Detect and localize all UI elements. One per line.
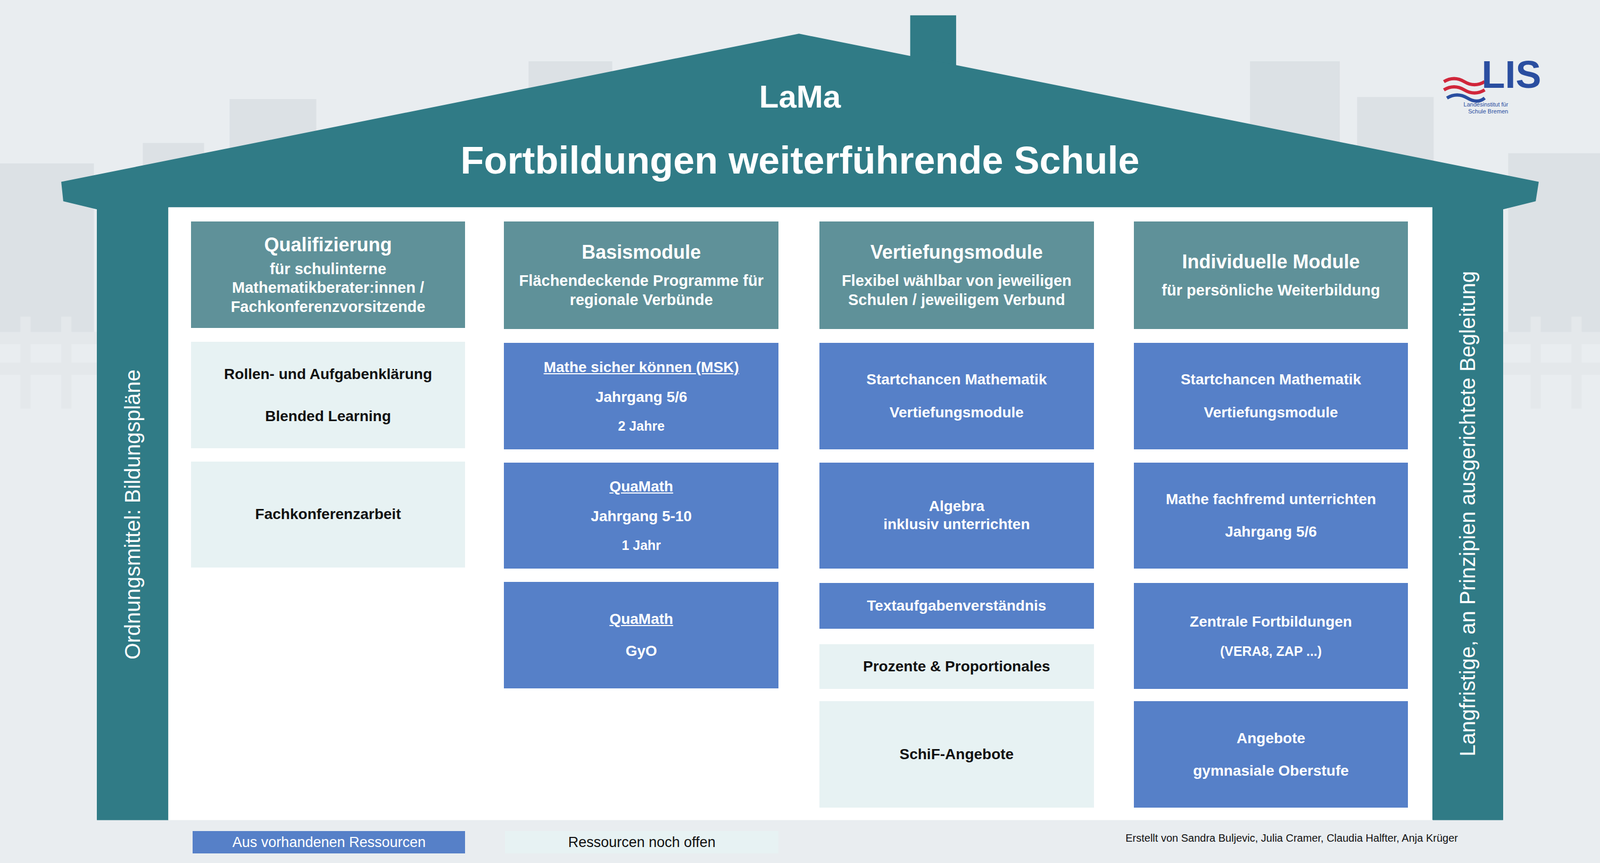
header-subtitle: für schulinterne Mathematikberater:innen… (198, 259, 459, 317)
module-text: Angebote (1236, 728, 1306, 748)
pillar-band: Langfristige, an Prinzipien ausgerichtet… (1432, 206, 1503, 820)
subtitle-text: LaMa (0, 76, 1600, 118)
legend-swatch: Ressourcen noch offen (504, 830, 779, 853)
column-header: Individuelle Module für persönliche Weite… (1133, 221, 1409, 329)
module-text: Zentrale Fortbildungen (1189, 612, 1353, 631)
funded-module-box: Textaufgabenverständnis (819, 582, 1094, 629)
funded-module-box: Zentrale Fortbildungen (VERA8, ZAP ...) (1133, 582, 1409, 689)
module-text: inklusiv unterrichten (883, 515, 1030, 534)
module-text: Jahrgang 5/6 (1224, 522, 1317, 541)
funded-module-box: Startchancen MathematikVertiefungsmodule (819, 342, 1094, 449)
module-text: (VERA8, ZAP ...) (1220, 642, 1322, 660)
module-text: QuaMath (609, 477, 674, 496)
legend-swatch: Aus vorhandenen Ressourcen (192, 830, 466, 853)
module-text: Startchancen Mathematik (1180, 370, 1362, 389)
open-module-box: Rollen- und AufgabenklärungBlended Learn… (191, 341, 466, 448)
funded-module-box: QuaMathJahrgang 5-10 1 Jahr (503, 462, 779, 569)
pillar-text: Langfristige, an Prinzipien ausgerichtet… (1454, 270, 1481, 757)
module-text: Blended Learning (264, 407, 391, 426)
funded-module-box: Angebote gymnasiale Oberstufe (1133, 700, 1409, 807)
module-text: Rollen- und Aufgabenklärung (224, 365, 433, 384)
header-subtitle: Flexibel wählbar von jeweiligen Schulen … (826, 271, 1087, 310)
module-text: Mathe sicher können (MSK) (543, 358, 740, 377)
module-text: Fachkonferenzarbeit (255, 504, 402, 524)
module-text: Prozente & Proportionales (863, 657, 1051, 676)
funded-module-box: Algebrainklusiv unterrichten (819, 462, 1094, 569)
header-subtitle: für persönliche Weiterbildung (1161, 280, 1380, 300)
funded-module-box: QuaMathGyO (503, 581, 779, 688)
diagram-title: Fortbildungen weiterführende Schule (0, 136, 1600, 184)
module-text: Textaufgabenverständnis (866, 596, 1047, 615)
institute-name: Landesinstitut für Schule Bremen (1460, 101, 1508, 115)
funded-module-box: Mathe fachfremd unterrichtenJahrgang 5/6 (1133, 462, 1409, 569)
module-text: Vertiefungsmodule (1204, 403, 1339, 422)
header-subtitle: Flächendeckende Programme für regionale … (511, 271, 772, 310)
header-title: Individuelle Module (1182, 250, 1361, 274)
pillar-text: Ordnungsmittel: Bildungspläne (119, 369, 146, 660)
pillar-band: Ordnungsmittel: Bildungspläne (96, 209, 169, 820)
module-text: QuaMath (609, 609, 674, 628)
funded-module-box: Startchancen MathematikVertiefungsmodule (1133, 342, 1409, 449)
open-module-box: SchiF-Angebote (819, 700, 1094, 807)
module-text: SchiF-Angebote (899, 744, 1015, 764)
open-module-box: Prozente & Proportionales (819, 643, 1094, 689)
module-text: gymnasiale Oberstufe (1192, 761, 1349, 780)
open-module-box: Fachkonferenzarbeit (191, 461, 466, 568)
column-header: BasismoduleFlächendeckende Programme für… (503, 221, 779, 329)
logo-text: LIS (1481, 53, 1546, 96)
module-text: Jahrgang 5-10 (590, 507, 692, 526)
module-text: GyO (625, 641, 658, 660)
legend-text: Ressourcen noch offen (568, 833, 716, 851)
module-text: Algebra (929, 496, 985, 516)
funded-module-box: Mathe sicher können (MSK) Jahrgang 5/6 2 J… (503, 342, 779, 449)
module-text: Startchancen Mathematik (866, 370, 1047, 389)
header-title: Vertiefungsmodule (870, 240, 1043, 264)
module-text: 2 Jahre (617, 417, 665, 435)
module-text: Vertiefungsmodule (889, 403, 1024, 422)
module-text: Jahrgang 5/6 (595, 387, 688, 406)
column-header: Qualifizierungfür schulinterne Mathemati… (191, 221, 466, 328)
credit-note: Erstellt von Sandra Buljevic, Julia Cram… (1125, 830, 1541, 845)
legend-text: Aus vorhandenen Ressourcen (232, 833, 426, 851)
header-title: Basismodule (581, 240, 701, 264)
module-text: 1 Jahr (621, 536, 661, 554)
column-header: VertiefungsmoduleFlexibel wählbar von je… (819, 221, 1094, 329)
module-text: Mathe fachfremd unterrichten (1165, 490, 1376, 509)
header-title: Qualifizierung (264, 233, 393, 257)
